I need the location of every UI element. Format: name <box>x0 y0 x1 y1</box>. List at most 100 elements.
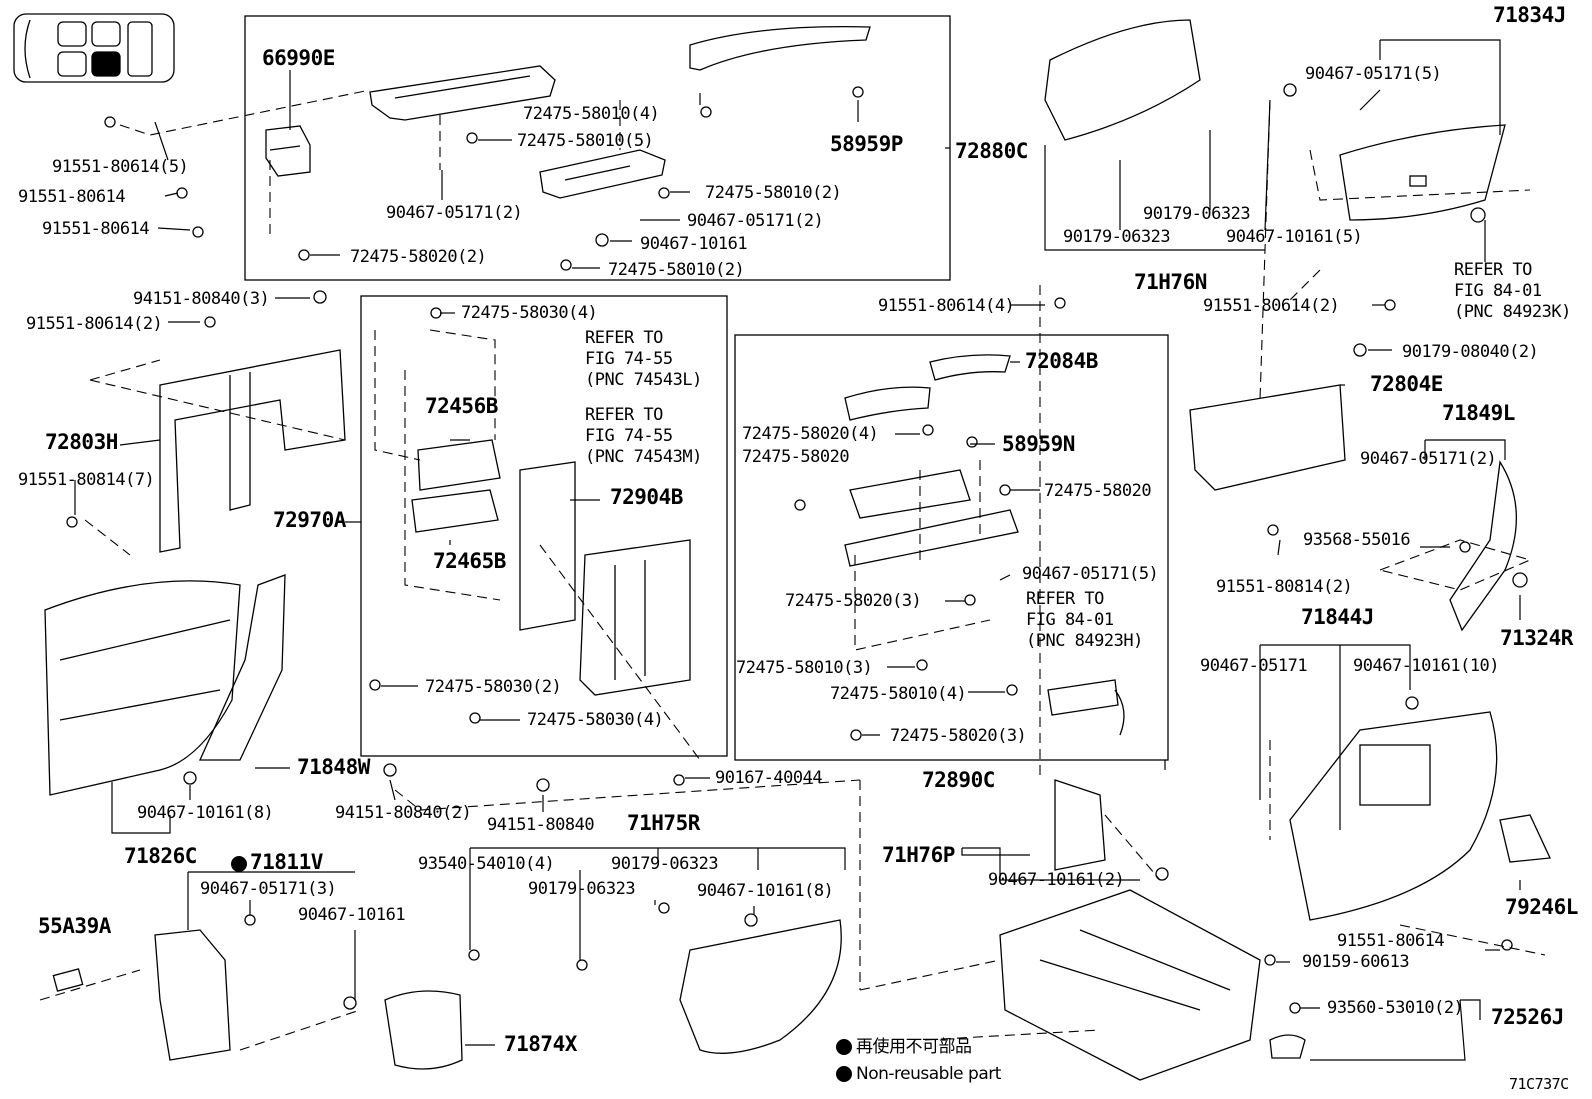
part-label: 91551-80614(2) <box>26 314 163 334</box>
part-label: 91551-80814(2) <box>1216 577 1353 597</box>
part-label-71844J: 71844J <box>1301 605 1374 629</box>
part-drawing-66990E <box>265 125 311 177</box>
part-drawing-71849L <box>1449 460 1518 632</box>
part-label: 93540-54010(4) <box>418 854 555 874</box>
part-label: 72475-58010(4) <box>523 104 660 124</box>
part-drawing-frame-base <box>999 889 1261 1081</box>
part-label: 90467-05171(5) <box>1022 564 1159 584</box>
part-label: 90467-05171(3) <box>200 879 337 899</box>
part-label: 90467-05171(2) <box>1360 449 1497 469</box>
part-label: 93568-55016 <box>1303 530 1411 550</box>
part-label-71811V: 71811V <box>250 850 323 874</box>
part-label: 94151-80840(2) <box>335 803 472 823</box>
refer-label: FIG 74-55 <box>585 349 673 369</box>
refer-label: FIG 84-01 <box>1026 610 1114 630</box>
part-label: 72475-58010(2) <box>608 260 745 280</box>
part-label: 90467-10161 <box>640 234 748 254</box>
part-label: 90179-08040(2) <box>1402 342 1539 362</box>
part-label-72456B: 72456B <box>425 394 498 418</box>
part-label: 94151-80840 <box>487 815 595 835</box>
vehicle-locator-icon <box>13 13 175 83</box>
part-label-71H76N: 71H76N <box>1134 270 1207 294</box>
figure-code: 71C737C <box>1509 1075 1569 1093</box>
part-label-71834J: 71834J <box>1493 3 1566 27</box>
part-label-58959N: 58959N <box>1002 432 1075 456</box>
part-drawing-71826C <box>44 580 241 796</box>
part-label: 72475-58020(4) <box>742 424 879 444</box>
part-label-72803H: 72803H <box>45 430 118 454</box>
part-drawing-control-panel <box>579 539 691 696</box>
part-label-71849L: 71849L <box>1442 401 1515 425</box>
part-label: 90467-10161(2) <box>988 870 1125 890</box>
part-label: 90167-40044 <box>715 768 823 788</box>
part-label: 91551-80814(7) <box>18 470 155 490</box>
part-label-72465B: 72465B <box>433 549 506 573</box>
part-label: 90467-10161 <box>298 905 406 925</box>
part-drawing-71848W <box>198 574 286 761</box>
part-label: 72475-58020 <box>1044 481 1152 501</box>
part-drawing-55A39A <box>52 968 84 992</box>
part-drawing-72890C-tray <box>844 469 1019 567</box>
part-drawing-72904B <box>519 461 576 631</box>
part-label: 72475-58010(4) <box>830 684 967 704</box>
part-label: 90467-05171 <box>1200 656 1308 676</box>
part-drawing-71811V <box>154 929 231 1061</box>
group-box-72970A <box>360 295 728 757</box>
legend-bullet-icon <box>836 1039 852 1055</box>
part-drawing-72456B <box>411 439 501 533</box>
legend-bullet-icon <box>836 1066 852 1082</box>
part-label-58959P: 58959P <box>830 132 903 156</box>
part-label: 90467-05171(2) <box>687 211 824 231</box>
part-label: 72475-58030(4) <box>527 710 664 730</box>
part-label-66990E: 66990E <box>262 46 335 70</box>
fastener-icons <box>66 83 1528 1014</box>
part-label: 90467-05171(5) <box>1305 64 1442 84</box>
legend-english: Non-reusable part <box>856 1064 1001 1084</box>
part-label: 72475-58020(3) <box>890 726 1027 746</box>
refer-label: (PNC 74543M) <box>585 447 702 467</box>
part-drawing-72804E <box>1189 384 1346 491</box>
refer-label: (PNC 74543L) <box>585 370 702 390</box>
part-label-79246L: 79246L <box>1505 895 1578 919</box>
part-label: 93560-53010(2) <box>1327 998 1464 1018</box>
non-reusable-marker-icon <box>231 856 247 872</box>
refer-label: FIG 84-01 <box>1454 281 1542 301</box>
part-label: 90467-10161(5) <box>1226 227 1363 247</box>
part-label-71874X: 71874X <box>504 1032 577 1056</box>
part-label: 90159-60613 <box>1302 952 1410 972</box>
part-label: 90179-06323 <box>528 879 636 899</box>
refer-label: REFER TO <box>585 328 663 348</box>
part-label: 91551-80614 <box>42 219 150 239</box>
part-drawing-upper-bracket <box>369 65 556 121</box>
part-label: 90179-06323 <box>611 854 719 874</box>
part-drawing-71874X <box>384 990 463 1070</box>
part-label: 91551-80614 <box>18 187 126 207</box>
part-label: 72475-58020(2) <box>350 247 487 267</box>
part-label: 72475-58030(2) <box>425 677 562 697</box>
part-label-55A39A: 55A39A <box>38 914 111 938</box>
part-label: 72475-58020 <box>742 447 850 467</box>
part-drawing-72084B <box>844 354 1011 421</box>
refer-label: (PNC 84923K) <box>1454 302 1571 322</box>
part-label: 91551-80614 <box>1337 931 1445 951</box>
part-label-71848W: 71848W <box>297 755 370 779</box>
part-label: 94151-80840(3) <box>133 289 270 309</box>
part-label-72526J: 72526J <box>1491 1005 1564 1029</box>
part-label-72890C: 72890C <box>922 768 995 792</box>
part-label: 90467-10161(10) <box>1353 656 1500 676</box>
part-label: 90467-05171(2) <box>386 203 523 223</box>
part-label-71H76P: 71H76P <box>882 843 955 867</box>
part-label: 91551-80614(5) <box>52 157 189 177</box>
part-label: 72475-58010(2) <box>705 183 842 203</box>
part-label: 91551-80614(4) <box>878 296 1015 316</box>
refer-label: (PNC 84923H) <box>1026 631 1143 651</box>
part-drawing-71H76N <box>1044 19 1201 141</box>
part-drawing-71H76P <box>1054 779 1106 871</box>
part-label: 72475-58010(5) <box>517 131 654 151</box>
part-drawing-79246L <box>1499 814 1551 863</box>
part-drawing-71834J <box>1339 124 1506 221</box>
part-drawing-72803H <box>159 349 346 553</box>
part-label: 91551-80614(2) <box>1203 296 1340 316</box>
part-label-72084B: 72084B <box>1025 349 1098 373</box>
part-label-72970A: 72970A <box>273 508 346 532</box>
